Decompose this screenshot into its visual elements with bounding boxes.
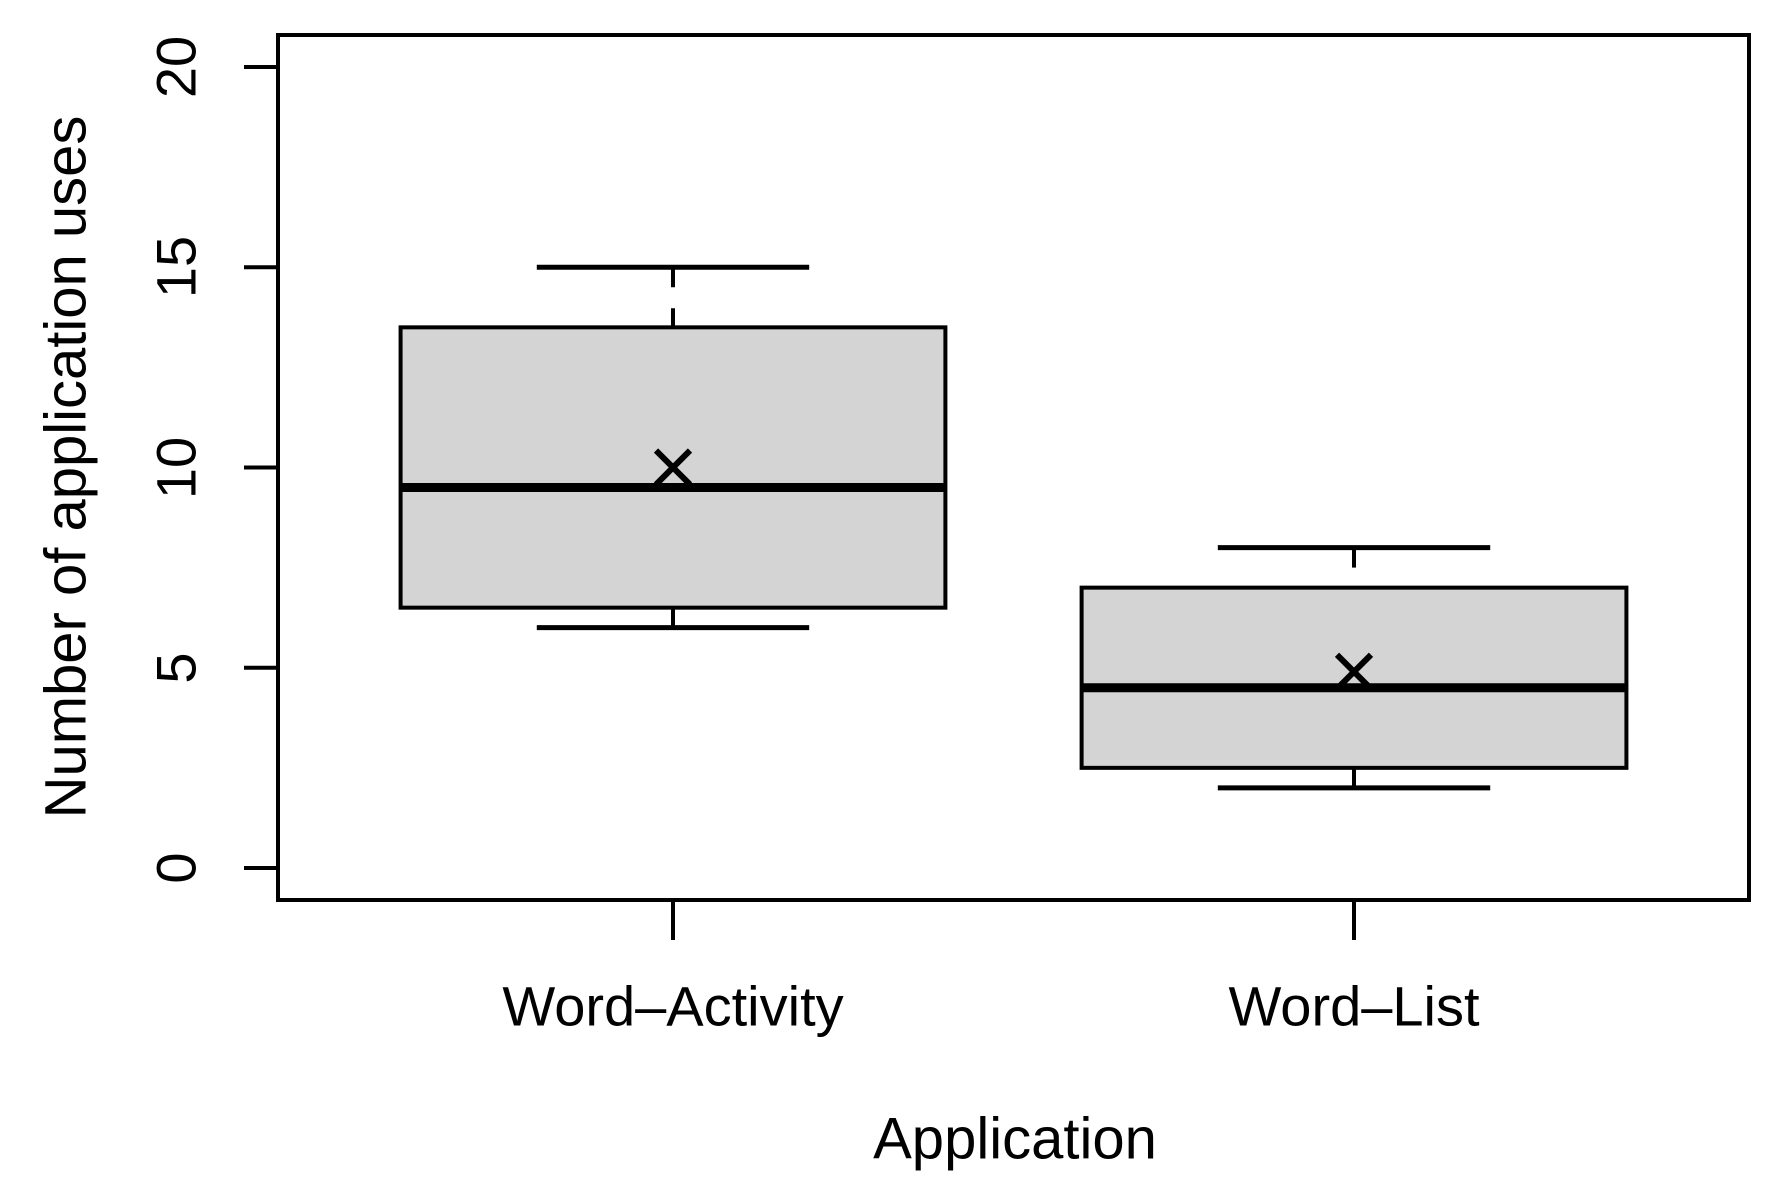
y-tick-label: 20: [144, 35, 208, 99]
iqr-box-word-list: [1079, 585, 1629, 770]
y-tick-label: 0: [144, 852, 208, 884]
y-tick-label: 5: [144, 652, 208, 684]
y-tick-label: 15: [144, 236, 208, 299]
mean-marker-word-activity: [653, 448, 693, 487]
category-label-word-activity: Word–Activity: [502, 974, 844, 1038]
y-tick-label: 10: [144, 436, 208, 499]
y-axis-title: Number of application uses: [33, 115, 99, 819]
x-axis-title: Application: [873, 1106, 1157, 1172]
mean-marker-word-list: [1334, 652, 1374, 691]
category-label-word-list: Word–List: [1228, 974, 1480, 1038]
